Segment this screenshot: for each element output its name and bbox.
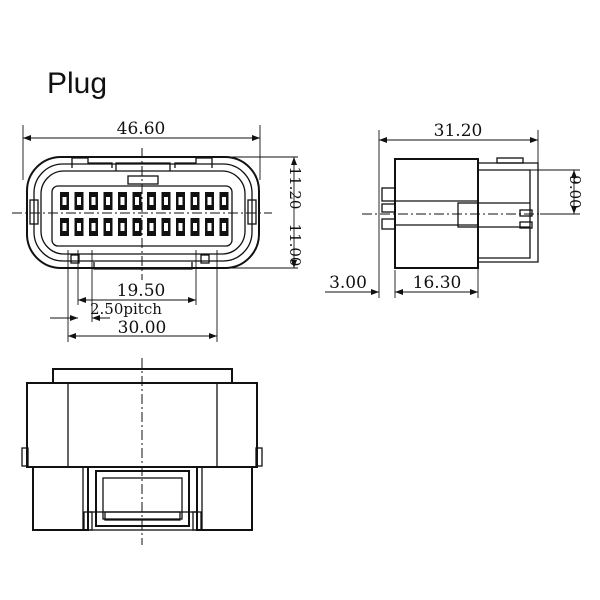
dim-side-height: 9.00 — [566, 175, 584, 208]
pin-hole — [91, 223, 96, 231]
dim-offset: 3.00 — [329, 273, 367, 293]
pin-hole — [178, 223, 183, 231]
pin-hole — [106, 223, 110, 231]
dim-height-lower: 11.00 — [286, 224, 304, 267]
pin-hole — [77, 223, 81, 231]
pin-hole — [91, 197, 96, 205]
plan-view — [21, 358, 263, 545]
pin-hole — [193, 197, 197, 205]
pin-hole — [135, 223, 139, 231]
pin-hole — [164, 223, 168, 231]
pin-hole — [193, 223, 197, 231]
dim-overall-width: 46.60 — [117, 119, 166, 139]
dim-body-depth: 16.30 — [413, 273, 462, 293]
pin-hole — [222, 223, 226, 231]
pin-hole — [222, 197, 226, 205]
dim-pitch: 2.50pitch — [90, 300, 162, 318]
pin-row-bottom — [60, 218, 229, 236]
pin-hole — [120, 223, 125, 231]
pin-hole — [106, 197, 110, 205]
pin-hole — [120, 197, 125, 205]
pin-hole — [149, 223, 154, 231]
pin-hole — [149, 197, 154, 205]
pin-hole — [207, 197, 212, 205]
pin-hole — [62, 197, 67, 205]
dim-depth: 31.20 — [434, 121, 483, 141]
pin-hole — [62, 223, 67, 231]
pin-hole — [207, 223, 212, 231]
dim-outer-span: 30.00 — [118, 318, 167, 338]
housing-inner-2 — [40, 170, 246, 255]
pin-hole — [77, 197, 81, 205]
pin-row-top — [60, 192, 229, 210]
dim-inner-span: 19.50 — [117, 281, 166, 301]
dim-height-upper: 11.20 — [286, 167, 304, 210]
drawing-title: Plug — [47, 67, 107, 100]
side-view: 31.20 9.00 3.00 16.30 — [325, 121, 584, 298]
pin-hole — [135, 197, 139, 205]
pin-hole — [164, 197, 168, 205]
pin-hole — [178, 197, 183, 205]
front-view: 46.60 11.20 11.00 — [12, 119, 304, 342]
